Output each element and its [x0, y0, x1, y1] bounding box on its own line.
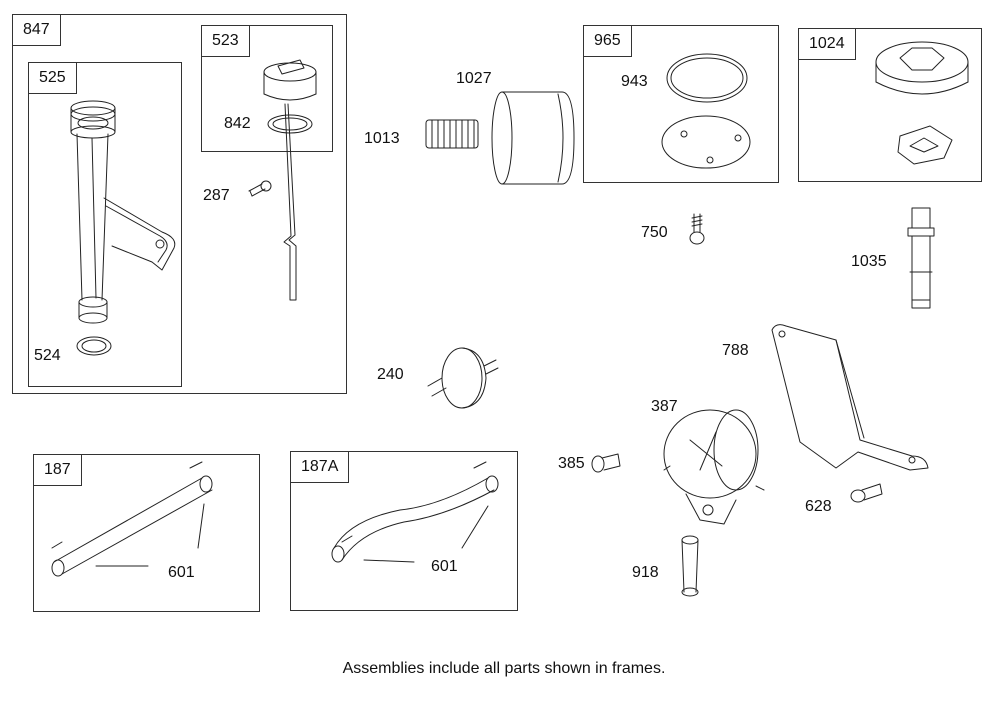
part-label-628: 628 — [805, 498, 832, 515]
footer-caption: Assemblies include all parts shown in fr… — [342, 660, 666, 677]
frame-label-965: 965 — [583, 25, 632, 57]
fuel-hose-187a-drawing — [331, 461, 499, 563]
dipstick-tube-drawing — [70, 100, 176, 356]
frame-847: 847 — [12, 14, 347, 394]
pump-shaft-drawing — [907, 207, 935, 309]
part-label-1035: 1035 — [851, 253, 887, 270]
part-label-387: 387 — [651, 398, 678, 415]
fuel-filter-drawing — [427, 347, 499, 409]
frame-1024: 1024 — [798, 28, 982, 182]
part-label-943: 943 — [621, 73, 648, 90]
fuel-hose-187-drawing — [51, 461, 213, 577]
part-label-524: 524 — [34, 347, 61, 364]
fuel-tube-drawing — [681, 535, 699, 597]
part-label-918: 918 — [632, 564, 659, 581]
part-label-842: 842 — [224, 115, 251, 132]
bracket-drawing — [771, 324, 929, 471]
gasket-drawing — [661, 53, 751, 169]
part-label-601-frame-187a: 601 — [431, 558, 458, 575]
screw-628-drawing — [850, 483, 883, 503]
part-label-240: 240 — [377, 366, 404, 383]
frame-label-523: 523 — [201, 25, 250, 57]
fuel-pump-drawing — [663, 409, 765, 525]
part-label-601-frame-187: 601 — [168, 564, 195, 581]
frame-187: 187 — [33, 454, 260, 612]
part-label-788: 788 — [722, 342, 749, 359]
screw-750-drawing — [689, 213, 705, 245]
frame-525: 525 — [28, 62, 182, 387]
part-label-287: 287 — [203, 187, 230, 204]
frame-label-847: 847 — [12, 14, 61, 46]
part-label-385: 385 — [558, 455, 585, 472]
frame-label-187: 187 — [33, 454, 82, 486]
frame-187a: 187A — [290, 451, 518, 611]
frame-965: 965 — [583, 25, 779, 183]
part-label-750: 750 — [641, 224, 668, 241]
screw-385-drawing — [591, 453, 621, 473]
threaded-fitting-drawing — [425, 119, 479, 149]
oil-pump-rotor-drawing — [875, 41, 969, 165]
part-label-1013: 1013 — [364, 130, 400, 147]
oil-filter-drawing — [491, 91, 575, 185]
frame-label-187a: 187A — [290, 451, 350, 483]
frame-label-1024: 1024 — [798, 28, 856, 60]
dipstick-drawing — [263, 59, 317, 301]
frame-label-525: 525 — [28, 62, 77, 94]
frame-523: 523 — [201, 25, 333, 152]
part-label-1027: 1027 — [456, 70, 492, 87]
screw-287-drawing — [248, 180, 272, 197]
